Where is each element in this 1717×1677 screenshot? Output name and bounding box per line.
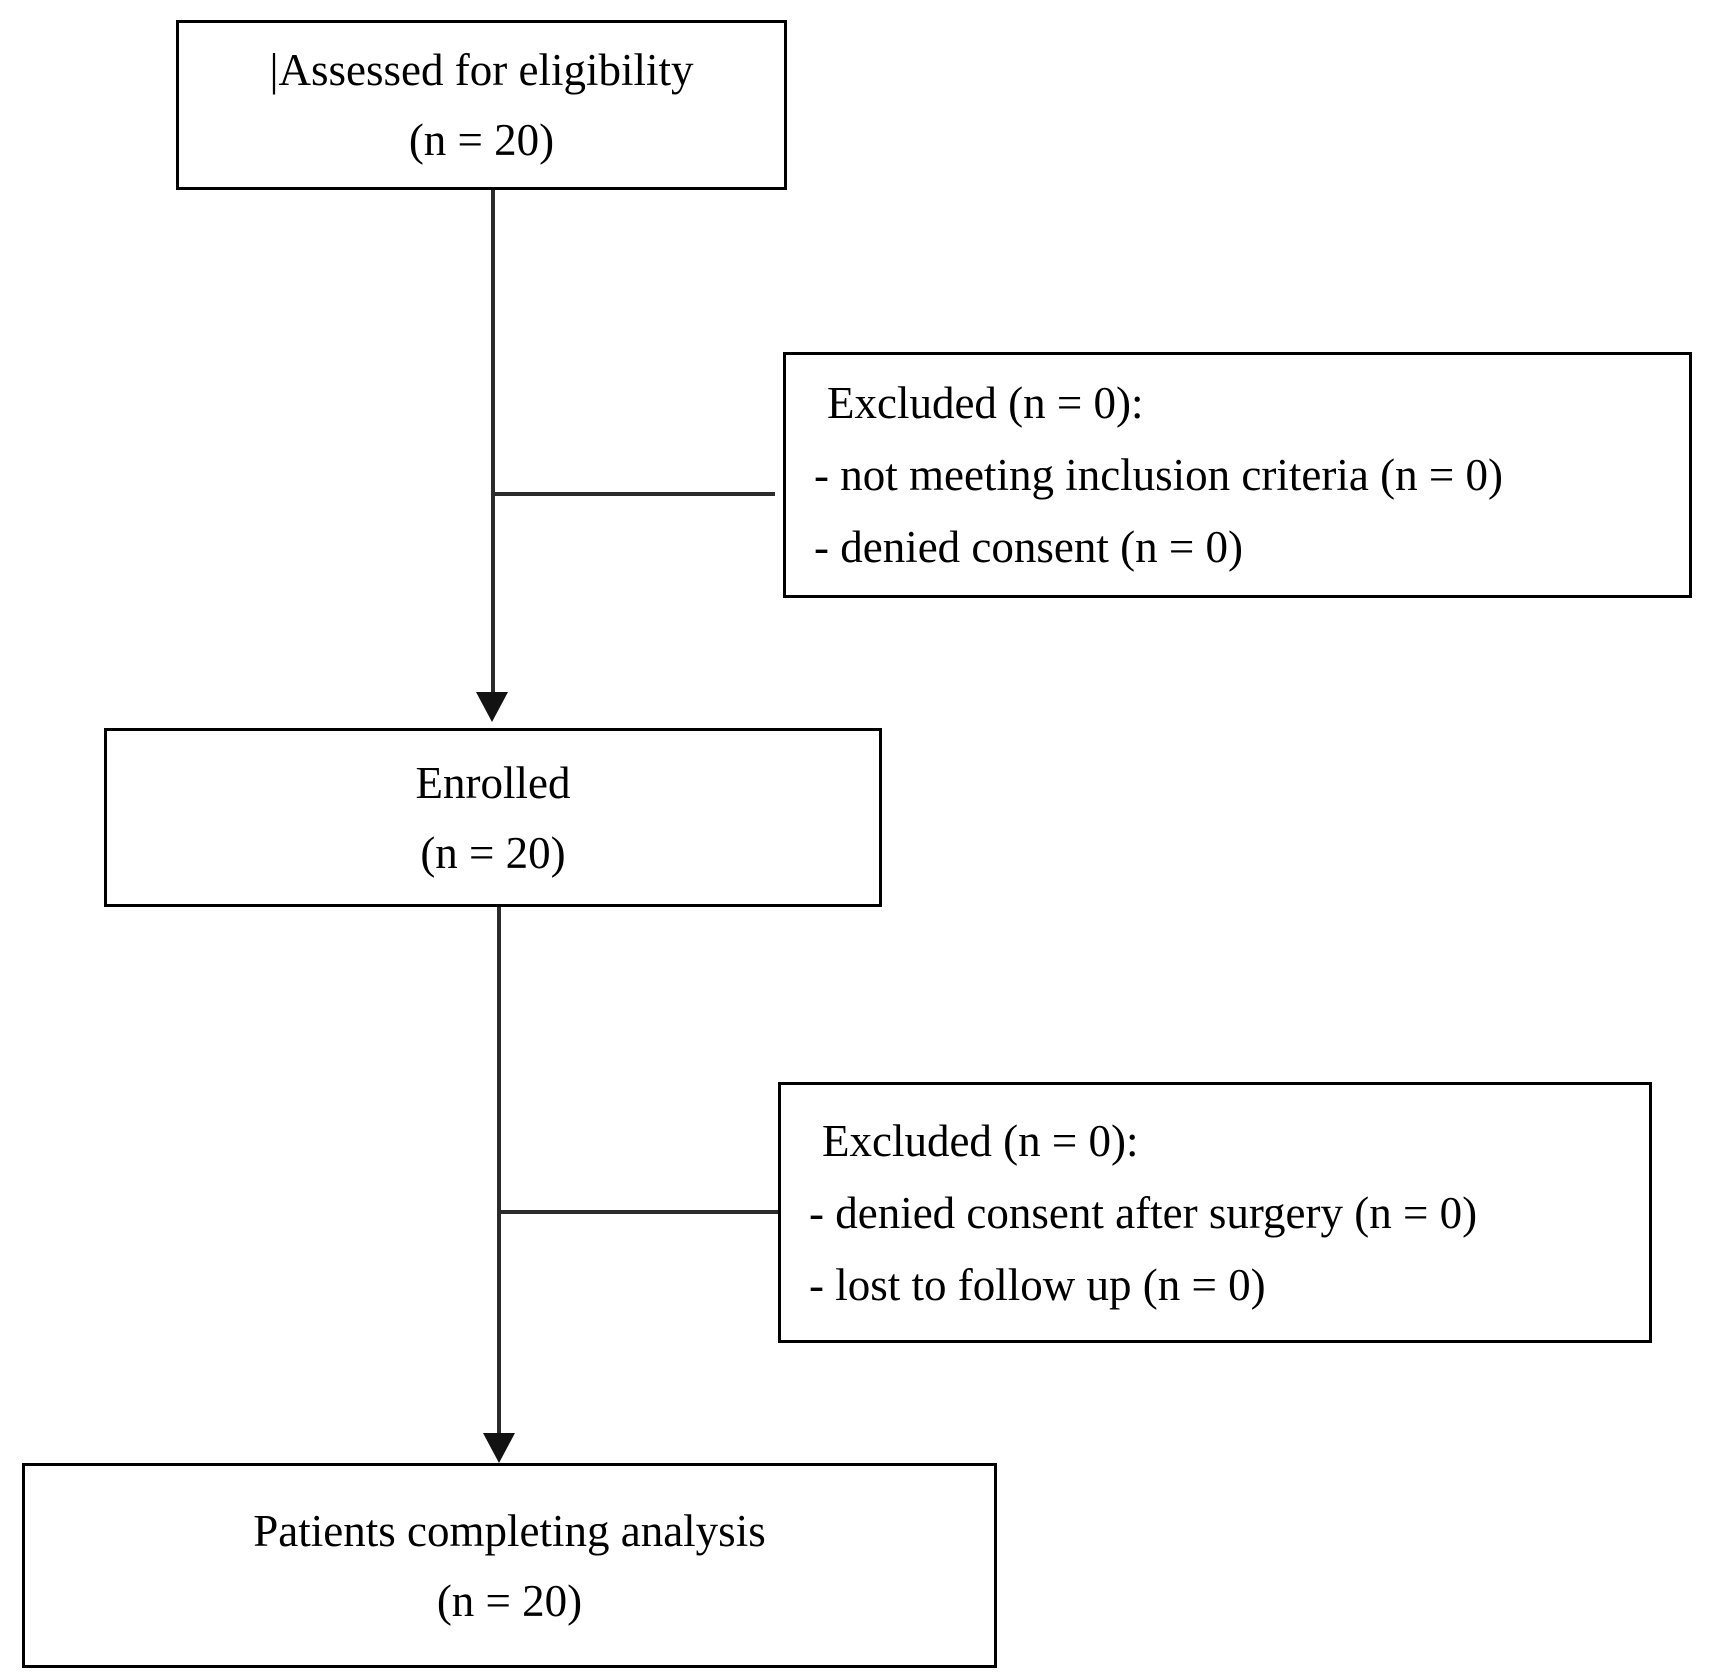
- excluded-top-box: Excluded (n = 0): - not meeting inclusio…: [783, 352, 1692, 598]
- completed-box-title: Patients completing analysis: [253, 1505, 766, 1556]
- arrowhead-down-1: [476, 692, 508, 722]
- excluded-top-heading: Excluded (n = 0):: [827, 378, 1144, 428]
- enrolled-box-count: (n = 20): [420, 827, 566, 878]
- assessed-box-line1: |Assessed for eligibility: [270, 35, 694, 105]
- connector-branch-2: [499, 1210, 778, 1214]
- arrowhead-down-2: [483, 1433, 515, 1463]
- connector-vertical-1: [491, 190, 495, 695]
- excluded-bottom-reason: - denied consent after surgery (n = 0): [809, 1187, 1478, 1238]
- completed-box: Patients completing analysis (n = 20): [22, 1463, 997, 1668]
- excluded-top-reason: - not meeting inclusion criteria (n = 0): [814, 450, 1503, 500]
- excluded-top-reason: - denied consent (n = 0): [814, 522, 1243, 572]
- assessed-box-title: Assessed for eligibility: [278, 45, 694, 95]
- assessed-box: |Assessed for eligibility (n = 20): [176, 20, 787, 190]
- enrolled-box: Enrolled (n = 20): [104, 728, 882, 907]
- excluded-bottom-reason: - lost to follow up (n = 0): [809, 1259, 1266, 1310]
- excluded-bottom-box: Excluded (n = 0): - denied consent after…: [778, 1082, 1652, 1343]
- enrolled-box-title: Enrolled: [415, 757, 571, 808]
- connector-branch-1: [493, 492, 775, 496]
- excluded-bottom-heading: Excluded (n = 0):: [822, 1115, 1139, 1166]
- assessed-box-count: (n = 20): [408, 115, 555, 165]
- completed-box-count: (n = 20): [436, 1575, 583, 1626]
- text-cursor-artifact: |: [269, 45, 279, 95]
- connector-vertical-2: [497, 907, 501, 1435]
